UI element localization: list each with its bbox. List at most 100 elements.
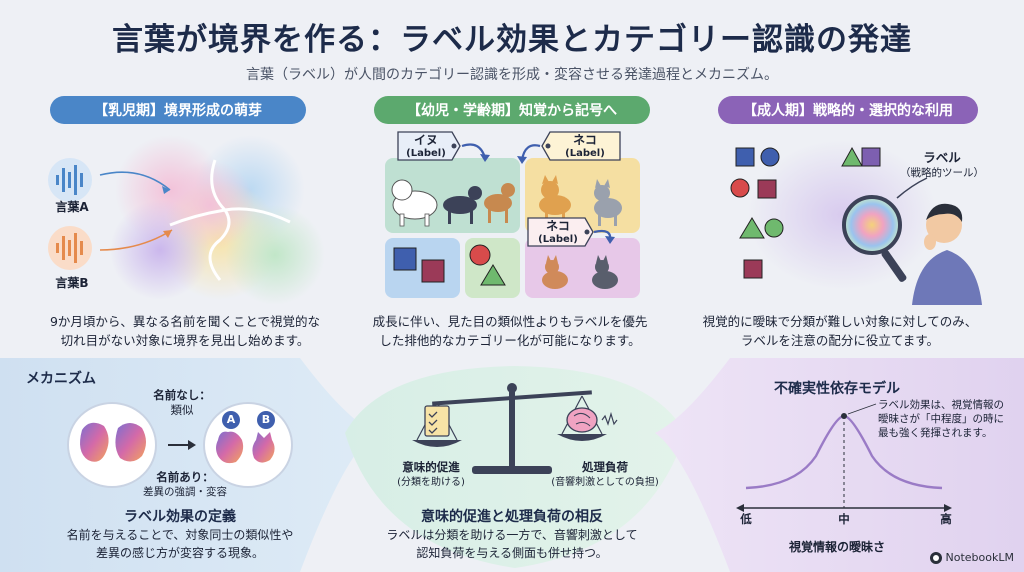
semantic-facilitation-label: 意味的促進 (分類を助ける): [386, 460, 476, 490]
dog-icon: [443, 186, 482, 224]
balance-scale-icon: [412, 383, 618, 474]
balance-right-line1: 処理負荷: [582, 460, 628, 474]
tag-cat2-sub: (Label): [538, 234, 578, 245]
model-note-line1: ラベル効果は、視覚情報の: [878, 399, 1004, 411]
adult-desc-line2: ラベルを注意の配分に役立てます。: [740, 333, 940, 348]
stage-pill-infant: 【乳児期】境界形成の萌芽: [50, 96, 306, 124]
page-title: 言葉が境界を作る：ラベル効果とカテゴリー認識の発達: [112, 22, 912, 58]
sound-wave-icon: [601, 411, 618, 426]
cat-group-box-2: [525, 238, 640, 298]
circle-icon: [730, 178, 750, 198]
sound-wave-a-icon: [48, 158, 92, 202]
badge-a-icon: [222, 411, 240, 429]
child-desc-line2: した排他的なカテゴリー化が可能になります。: [379, 333, 641, 348]
label-tag-dog-text: イヌ (Label): [398, 134, 454, 160]
axis-arrow-left-icon: [736, 504, 744, 512]
with-name-label: 名前あり： 差異の強調・変容: [130, 470, 240, 500]
model-note-line3: 最も強く発揮されます。: [878, 427, 993, 439]
circle-icon: [469, 244, 491, 266]
tag-dog-sub: (Label): [406, 148, 446, 159]
blob-shape-icon: [216, 431, 244, 464]
tick-mid: 中: [838, 512, 850, 526]
tag-cat-sub: (Label): [565, 148, 605, 159]
adult-description: 視覚的に曖昧で分類が難しい対象に対してのみ、 ラベルを注意の配分に役立てます。: [690, 312, 990, 350]
label-tag-cat-2-text: ネコ (Label): [530, 220, 586, 246]
processing-load-label: 処理負荷 (音響刺激としての負担): [540, 460, 670, 490]
with-name-line1: 名前あり：: [156, 470, 214, 484]
label-tag-cat: [541, 131, 621, 161]
badge-b-text: B: [261, 413, 271, 426]
adult-illustration: [730, 140, 982, 305]
triangle-icon: [841, 146, 863, 167]
word-a-label: 言葉A: [55, 200, 89, 214]
def-line1: 名前を与えることで、対象同士の類似性や: [66, 528, 294, 542]
cat-icon: [594, 179, 622, 226]
tag-cat2-word: ネコ: [546, 219, 570, 233]
arrow-a-icon: [99, 171, 171, 191]
tick-high: 高: [940, 512, 952, 526]
word-b-label: 言葉B: [55, 276, 89, 290]
square-icon: [421, 259, 445, 283]
page-subtitle: 言葉（ラベル）が人間のカテゴリー認識を形成・変容させる発達過程とメカニズム。: [246, 67, 778, 83]
circle-icon: [764, 218, 784, 238]
def-line2: 差異の感じ方が変容する現象。: [95, 546, 264, 560]
pointer-line-icon: [896, 177, 928, 199]
triangle-icon: [480, 264, 506, 286]
brand-footer: NotebookLM: [929, 551, 1014, 564]
infant-description: 9か月頃から、異なる名前を聞くことで視覚的な 切れ目がない対象に境界を見出し始め…: [40, 312, 330, 350]
square-icon: [757, 179, 777, 199]
tick-low: 低: [740, 512, 752, 526]
cat-icon: [592, 255, 618, 289]
balance-left-line2: (分類を助ける): [397, 477, 465, 488]
no-name-label: 名前なし： 類似: [142, 388, 222, 418]
dog-icon: [391, 179, 438, 227]
child-desc-line1: 成長に伴い、見た目の類似性よりもラベルを優先: [372, 314, 648, 329]
child-illustration: [385, 131, 640, 298]
square-icon: [393, 247, 417, 271]
square-icon: [861, 147, 881, 167]
label-tag-cat-text: ネコ (Label): [555, 134, 615, 160]
dog-icon: [484, 183, 515, 223]
balance-title: 意味的促進と処理負荷の相反: [421, 509, 603, 525]
model-xlabel: 視覚情報の曖昧さ: [788, 540, 885, 554]
model-note: ラベル効果は、視覚情報の 曖昧さが「中程度」の時に 最も強く発揮されます。: [878, 398, 1018, 440]
balance-left-line1: 意味的促進: [402, 460, 460, 474]
notebooklm-logo-icon: [929, 551, 942, 564]
person-thinking-icon: [912, 203, 982, 305]
model-note-line2: 曖昧さが「中程度」の時に: [878, 413, 1004, 425]
magnifier-icon: [842, 195, 907, 282]
blob-shape-icon: [252, 432, 275, 463]
model-title: 不確実性依存モデル: [774, 381, 900, 397]
label-tag-dog: [397, 131, 461, 161]
color-cloud-blob: [110, 135, 325, 305]
blob-shape-icon: [80, 422, 109, 462]
circle-icon: [760, 147, 780, 167]
infant-desc-line1: 9か月頃から、異なる名前を聞くことで視覚的な: [49, 314, 321, 329]
label-tag-cat-2: [527, 217, 594, 247]
uncertainty-curve-chart: [736, 403, 952, 512]
brand-text: NotebookLM: [945, 551, 1014, 564]
label-effect-definition: 名前を与えることで、対象同士の類似性や 差異の感じ方が変容する現象。: [40, 526, 320, 562]
boundary-line-icon: [208, 159, 231, 281]
infant-illustration: [48, 135, 325, 305]
peak-point: [841, 413, 847, 419]
blob-shape-icon: [115, 423, 146, 462]
square-icon: [735, 147, 755, 167]
sound-wave-b-icon: [48, 226, 92, 270]
label-effect-definition-title: ラベル効果の定義: [124, 509, 236, 525]
balance-desc-line2: 認知負荷を与える側面も併せ持つ。: [416, 546, 608, 560]
adult-label-word: ラベル: [923, 150, 961, 165]
brain-icon: [566, 407, 598, 433]
balance-desc-line1: ラベルは分類を助ける一方で、音響刺激として: [386, 528, 638, 542]
no-name-line1: 名前なし：: [153, 388, 211, 402]
badge-a-text: A: [226, 413, 236, 426]
triangle-icon: [739, 217, 765, 239]
mechanism-heading: メカニズム: [26, 371, 96, 387]
square-icon: [743, 259, 763, 279]
tag-cat-word: ネコ: [573, 133, 597, 147]
tag-dog-word: イヌ: [413, 133, 438, 147]
balance-right-line2: (音響刺激としての負担): [551, 477, 659, 488]
no-name-line2: 類似: [170, 403, 194, 417]
child-description: 成長に伴い、見た目の類似性よりもラベルを優先 した排他的なカテゴリー化が可能にな…: [360, 312, 660, 350]
stage-pill-child: 【幼児・学齢期】知覚から記号へ: [374, 96, 650, 124]
